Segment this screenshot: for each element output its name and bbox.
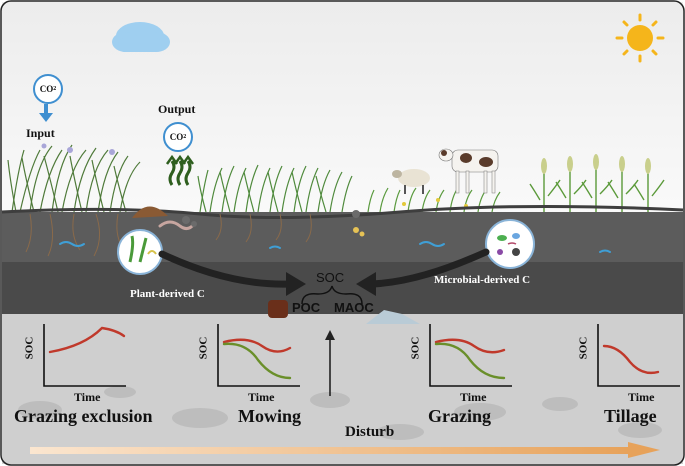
disturb-vertical-arrowhead	[325, 330, 335, 340]
litter-icon	[182, 210, 360, 227]
microbe-to-soc-arrow	[368, 248, 490, 288]
panel-x-label: Time	[628, 390, 655, 404]
panel-title: Tillage	[604, 406, 657, 426]
panel-x-label: Time	[74, 390, 101, 404]
soc-curve-green	[222, 342, 292, 380]
disturb-label: Disturb	[345, 424, 395, 440]
panel-y-label: SOC	[23, 336, 36, 360]
cow-icon	[438, 148, 499, 194]
panel-title: Grazing exclusion	[14, 406, 153, 426]
soc-label: SOC	[316, 270, 345, 285]
topsoil-layer	[2, 212, 683, 262]
panel-axes	[43, 324, 126, 387]
disturb-gradient-arrowhead	[628, 442, 660, 458]
mowed-grass-icon	[197, 164, 353, 213]
sun-icon	[615, 13, 665, 63]
microbe-to-soc-arrowhead	[356, 272, 376, 296]
maoc-label: MAOC	[334, 300, 374, 315]
poc-label: POC	[292, 300, 321, 315]
soc-panel-4	[597, 324, 680, 387]
maoc-mineral-icon	[366, 310, 420, 324]
panel-title: Grazing	[428, 406, 491, 426]
panel-axes	[429, 324, 512, 387]
microbial-derived-label: Microbial-derived C	[434, 274, 531, 286]
disturb-gradient-bar	[30, 447, 630, 454]
soc-curve-red	[48, 326, 126, 354]
poc-particle-icon	[268, 300, 288, 318]
soc-panel-2	[217, 324, 300, 387]
cloud-icon	[112, 22, 170, 52]
dense-grass-icon	[7, 144, 141, 213]
microbe-bubble	[485, 219, 535, 269]
plant-to-soc-arrow	[158, 250, 294, 288]
panel-title: Mowing	[238, 406, 301, 426]
soc-panel-1	[43, 324, 126, 387]
panel-x-label: Time	[460, 390, 487, 404]
plant-derived-label: Plant-derived C	[130, 288, 205, 300]
root-icon	[25, 213, 312, 257]
plant-residue-bubble	[117, 229, 163, 275]
mineral-particle-icon	[353, 227, 365, 237]
input-arrow-icon	[39, 104, 53, 122]
flower-icon	[41, 143, 115, 155]
soc-brace	[301, 285, 363, 305]
panel-axes	[217, 324, 300, 387]
co2-subscript: 2	[53, 86, 57, 92]
grain-head-icon	[541, 154, 651, 174]
panel-y-label: SOC	[577, 336, 590, 360]
stone-texture	[18, 386, 662, 440]
soc-curve-green	[434, 342, 506, 380]
midsoil-layer	[2, 262, 683, 314]
panel-axes	[597, 324, 680, 387]
sheep-icon	[392, 169, 430, 194]
soc-curve-red	[222, 338, 292, 353]
panel-y-label: SOC	[409, 336, 422, 360]
output-label: Output	[158, 102, 196, 116]
earthworm-icon	[158, 220, 196, 231]
co2-subscript: 2	[183, 134, 187, 140]
soc-panel-3	[429, 324, 512, 387]
soc-time-panels	[43, 324, 680, 387]
plant-to-soc-arrowhead	[286, 272, 306, 296]
input-label: Input	[26, 126, 55, 140]
soil-mound-icon	[132, 206, 168, 218]
output-arrows-icon	[165, 154, 195, 186]
co2-text: CO	[39, 84, 54, 94]
co2-text: CO	[169, 132, 184, 142]
panel-y-label: SOC	[197, 336, 210, 360]
soc-curve-red	[602, 344, 660, 375]
soil-organism-icon	[59, 241, 611, 253]
crop-icon	[529, 168, 665, 212]
soil-surface-line	[1, 204, 684, 220]
soc-curve-red	[434, 338, 506, 354]
panel-x-label: Time	[248, 390, 275, 404]
